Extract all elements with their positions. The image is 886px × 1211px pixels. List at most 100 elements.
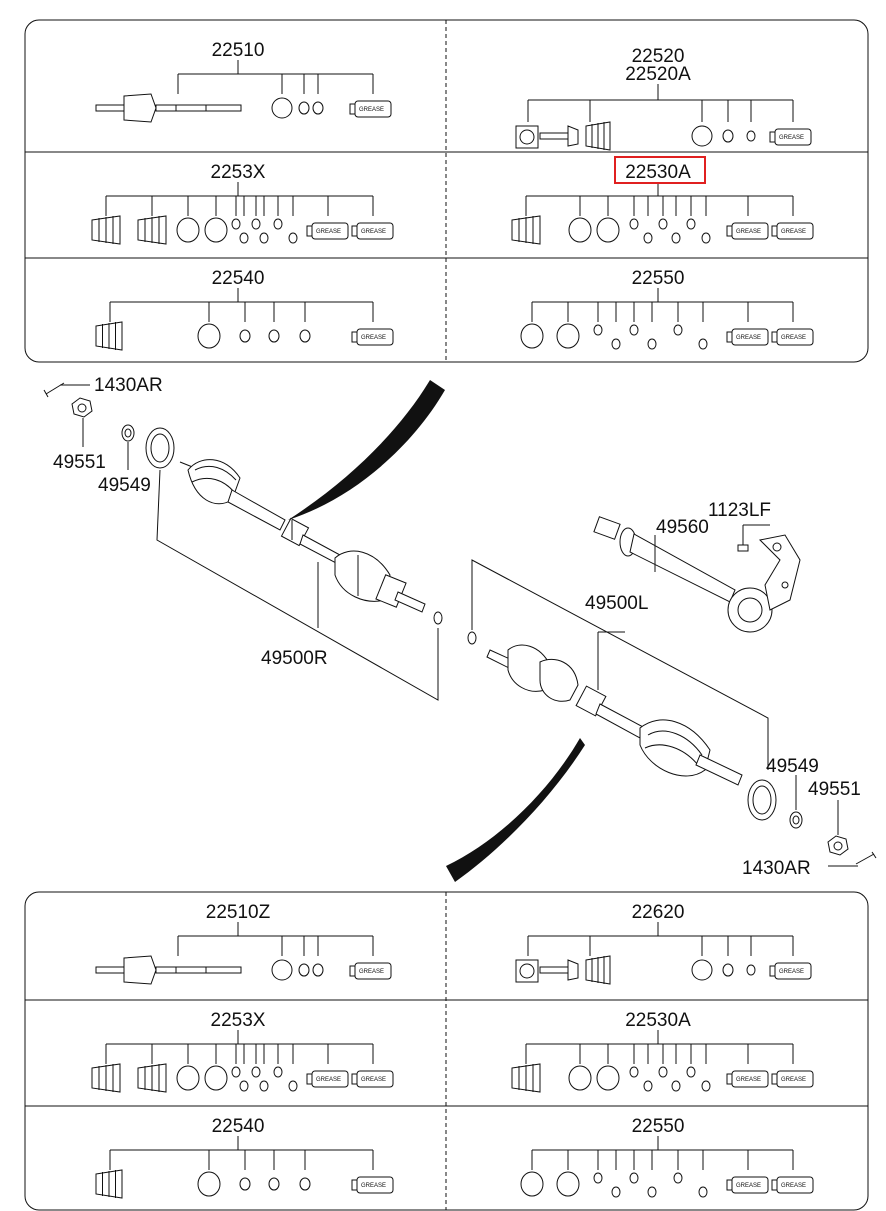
grease-can-icon: GREASE	[726, 1176, 769, 1194]
ring-icon	[271, 97, 293, 119]
boot-icon	[137, 215, 167, 245]
top-kit-panel	[24, 19, 869, 363]
bolt-1123lf	[737, 524, 770, 552]
bolt-1430ar-top	[43, 382, 90, 398]
ring-icon	[312, 963, 324, 977]
bottom-kit-panel	[24, 891, 869, 1211]
kit-label: 22510	[212, 40, 265, 61]
kit-label-alt: 22520A	[625, 64, 691, 85]
kit-label: 22550	[632, 1116, 685, 1137]
ring-icon	[691, 125, 713, 147]
grease-can-icon: GREASE	[349, 100, 392, 118]
ring-icon	[273, 218, 283, 230]
label-bolt-bottom: 1430AR	[742, 858, 811, 879]
boot-icon	[585, 955, 611, 985]
kit-label: 22530A	[625, 1010, 691, 1031]
ring-icon	[299, 329, 311, 343]
kit-label: 22620	[632, 902, 685, 923]
tripod-joint-icon	[515, 125, 579, 149]
kit-label: 22540	[212, 1116, 265, 1137]
boot-icon	[95, 321, 123, 351]
ring-icon	[251, 1066, 261, 1078]
boot-icon	[91, 1063, 121, 1093]
grease-label: GREASE	[316, 229, 341, 235]
grease-can-icon: GREASE	[769, 962, 812, 980]
grease-label: GREASE	[781, 1077, 806, 1083]
ring-icon	[593, 324, 603, 336]
grease-can-icon: GREASE	[726, 328, 769, 346]
grease-can-icon: GREASE	[771, 1176, 814, 1194]
kit-label: 2253X	[211, 1010, 266, 1031]
bolt-1430ar-bottom	[828, 851, 877, 867]
label-bolt-mid: 1123LF	[708, 500, 771, 521]
highlight-box	[614, 156, 706, 184]
grease-label: GREASE	[779, 135, 804, 141]
ring-icon	[746, 964, 756, 976]
boot-icon	[511, 1063, 541, 1093]
boot-icon	[137, 1063, 167, 1093]
ring-icon	[701, 232, 711, 244]
boot-icon	[95, 1169, 123, 1199]
ring-icon	[722, 129, 734, 143]
ring-icon	[556, 323, 580, 349]
grease-label: GREASE	[361, 1183, 386, 1189]
ring-icon	[691, 959, 713, 981]
label-nut-top: 49551	[53, 452, 106, 473]
ring-icon	[231, 1066, 241, 1078]
grease-can-icon: GREASE	[726, 1070, 769, 1088]
bracket-49500l	[471, 559, 769, 770]
grease-can-icon: GREASE	[306, 1070, 349, 1088]
kit-label: 2253X	[211, 162, 266, 183]
ring-icon	[658, 1066, 668, 1078]
grease-label: GREASE	[736, 1183, 761, 1189]
grease-label: GREASE	[361, 335, 386, 341]
ring-icon	[629, 1172, 639, 1184]
ring-icon	[629, 324, 639, 336]
grease-can-icon: GREASE	[351, 328, 394, 346]
kit-22530a: 22530A GREASE GREASE	[511, 1010, 814, 1093]
grease-label: GREASE	[359, 107, 384, 113]
ring-icon	[259, 1080, 269, 1092]
shading-wedge-bottom	[446, 738, 585, 882]
ring-icon	[593, 1172, 603, 1184]
grease-label: GREASE	[736, 229, 761, 235]
grease-label: GREASE	[361, 229, 386, 235]
grease-label: GREASE	[779, 969, 804, 975]
ring-icon	[698, 1186, 708, 1198]
label-bolt-top: 1430AR	[94, 375, 163, 396]
ring-icon	[288, 232, 298, 244]
ring-icon	[268, 1177, 280, 1191]
ring-icon	[611, 1186, 621, 1198]
label-washer-top: 49549	[98, 475, 151, 496]
grease-label: GREASE	[736, 1077, 761, 1083]
grease-label: GREASE	[781, 335, 806, 341]
driveshaft-49500r	[179, 459, 443, 625]
boot-icon	[91, 215, 121, 245]
grease-can-icon: GREASE	[349, 962, 392, 980]
label-shaft-left: 49500L	[585, 593, 648, 614]
driveshaft-49500l	[467, 631, 743, 786]
ring-icon	[596, 1065, 620, 1091]
ring-icon	[271, 959, 293, 981]
ring-icon	[629, 218, 639, 230]
label-shaft-right: 49500R	[261, 648, 328, 669]
ring-icon	[268, 329, 280, 343]
grease-can-icon: GREASE	[771, 1070, 814, 1088]
ring-icon	[259, 232, 269, 244]
grease-label: GREASE	[781, 229, 806, 235]
ring-icon	[658, 218, 668, 230]
ring-icon	[686, 1066, 696, 1078]
ring-icon	[647, 338, 657, 350]
joint-shaft-icon	[95, 93, 242, 123]
ring-icon	[251, 218, 261, 230]
ring-icon	[611, 338, 621, 350]
ring-icon	[596, 217, 620, 243]
